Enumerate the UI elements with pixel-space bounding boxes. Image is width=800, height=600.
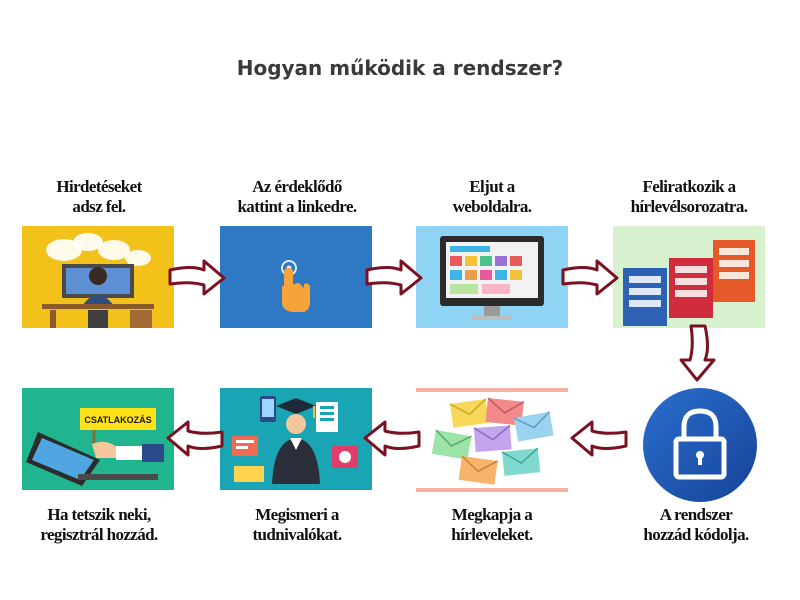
step-8-label: Ha tetszik neki, regisztrál hozzád. [40,505,158,544]
step-6-label: Megkapja a hírleveleket. [451,505,533,544]
envelope-icon [458,455,498,485]
person-at-computer-icon [22,226,174,328]
arrow-step-4-to-5 [679,324,716,382]
arrow-step-6-to-7 [363,420,421,457]
step-2-label: Az érdeklődő kattint a linkedre. [237,177,357,216]
monitor-website-icon [416,226,568,328]
join-sign-text: CSATLAKOZÁS [84,415,151,425]
arrow-step-1-to-2 [168,259,226,296]
step-1-label: Hirdetéseket adsz fel. [56,177,142,216]
envelope-icon [473,424,512,452]
step-7-label: Megismeri a tudnivalókat. [252,505,342,544]
envelope-icon [501,447,541,476]
signup-forms-icon [613,226,765,328]
step-8-tile: CSATLAKOZÁS [22,388,174,490]
join-sign-laptop-icon: CSATLAKOZÁS [22,388,174,490]
arrow-step-7-to-8 [166,420,224,457]
step-1-tile [22,226,174,328]
pointing-hand-icon [220,226,372,328]
page-title: Hogyan működik a rendszer? [236,56,564,80]
arrow-step-5-to-6 [570,420,628,457]
envelope-icon [431,429,472,460]
step-2-tile [220,226,372,328]
envelope-icon [449,398,489,428]
step-4-label: Feliratkozik a hírlevélsorozatra. [630,177,748,216]
padlock-icon [643,388,757,502]
step-3-label: Eljut a weboldalra. [452,177,532,216]
step-5-tile [640,385,760,505]
envelope-icon [513,411,554,442]
step-3-tile [416,226,568,328]
graduate-learning-icon [220,388,372,490]
envelopes-icon [416,388,568,492]
step-7-tile [220,388,372,490]
step-5-label: A rendszer hozzád kódolja. [643,505,749,544]
step-6-tile [416,388,568,492]
arrow-step-3-to-4 [561,259,619,296]
arrow-step-2-to-3 [365,259,423,296]
step-4-tile [613,226,765,328]
